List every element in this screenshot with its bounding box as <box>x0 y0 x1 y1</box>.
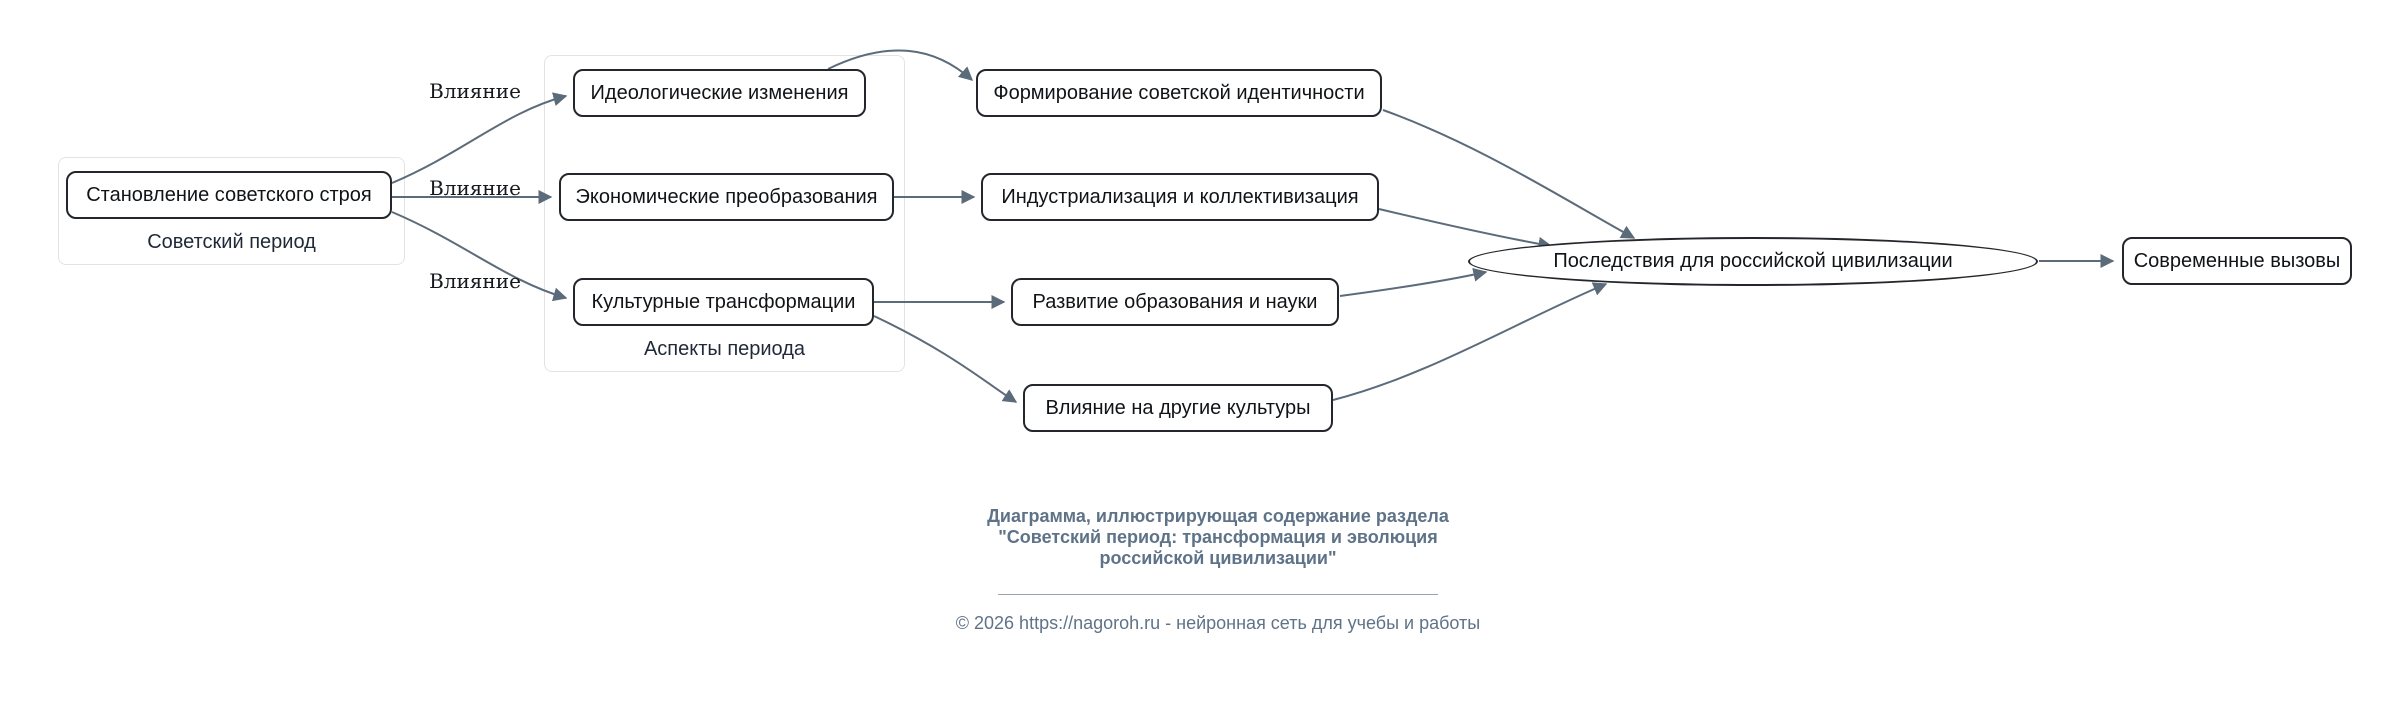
footer-copyright: © 2026 https://nagoroh.ru - нейронная се… <box>955 613 1481 633</box>
group-soviet-period-label: Советский период <box>147 231 316 253</box>
node-culture-influence: Влияние на другие культуры <box>1023 384 1333 432</box>
edge-education-consequences <box>1339 267 1488 297</box>
edge-label-influence-3: Влияние <box>429 269 521 293</box>
group-soviet-period: Советский период <box>58 157 405 265</box>
edge-formation-culture <box>391 211 568 302</box>
node-modern: Современные вызовы <box>2122 237 2352 285</box>
edge-culture-influence <box>873 315 1018 403</box>
edge-label-influence-1: Влияние <box>429 79 521 103</box>
caption-line-1: Диаграмма, иллюстрирующая содержание раз… <box>987 506 1449 526</box>
edge-identity-consequences <box>1382 109 1636 239</box>
node-identity: Формирование советской идентичности <box>976 69 1382 117</box>
diagram-caption: Диаграмма, иллюстрирующая содержание раз… <box>768 506 1668 569</box>
edge-label-influence-2: Влияние <box>429 176 521 200</box>
node-formation: Становление советского строя <box>66 171 392 219</box>
group-aspects: Аспекты периода <box>544 55 905 372</box>
node-consequences: Последствия для российской цивилизации <box>1468 237 2038 286</box>
edge-industrialization-consequences <box>1378 208 1553 251</box>
node-economy: Экономические преобразования <box>559 173 894 221</box>
caption-line-3: российской цивилизации" <box>1099 548 1337 568</box>
node-education: Развитие образования и науки <box>1011 278 1339 326</box>
caption-divider <box>998 594 1438 595</box>
edge-influence-consequences <box>1332 282 1608 401</box>
node-industrialization: Индустриализация и коллективизация <box>981 173 1379 221</box>
group-aspects-label: Аспекты периода <box>643 338 806 360</box>
node-culture: Культурные трансформации <box>573 278 874 326</box>
edge-formation-ideology <box>391 92 568 184</box>
node-ideology: Идеологические изменения <box>573 69 866 117</box>
edge-ideology-identity <box>827 49 974 81</box>
caption-line-2: "Советский период: трансформация и эволю… <box>998 527 1438 547</box>
